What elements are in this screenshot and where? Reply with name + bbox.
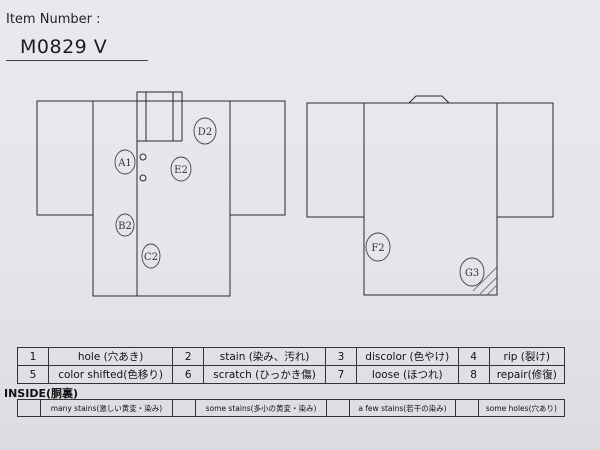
marker-b2	[115, 213, 135, 237]
hatch-line	[486, 284, 498, 296]
inside-label: some holes(穴あり)	[477, 399, 566, 417]
annotation-f2: F2	[371, 243, 384, 254]
inside-checkbox[interactable]	[17, 399, 41, 417]
front-button	[139, 153, 147, 161]
marker-f2	[365, 232, 391, 262]
legend-label: rip (裂け)	[488, 347, 566, 366]
marker-c2	[141, 243, 161, 269]
back-view	[306, 95, 554, 296]
legend-number: 3	[325, 347, 358, 366]
legend-label: repair(修復)	[488, 365, 566, 384]
legend-label: scratch (ひっかき傷)	[203, 365, 327, 384]
front-markers	[114, 117, 217, 269]
inside-checkbox[interactable]	[326, 399, 351, 417]
annotation-e2: E2	[174, 165, 188, 176]
annotation-c2: C2	[144, 252, 158, 263]
front-left-sleeve	[36, 100, 94, 216]
annotation-a1: A1	[117, 158, 132, 169]
inside-section-title: INSIDE(胴裏)	[4, 387, 79, 400]
front-view	[36, 91, 286, 297]
legend-label: loose (ほつれ)	[356, 365, 459, 384]
inside-checkbox[interactable]	[171, 399, 196, 417]
legend-number: 6	[172, 365, 205, 384]
marker-e2	[170, 156, 192, 182]
inside-checkbox[interactable]	[454, 399, 479, 417]
legend-label: hole (穴あき)	[47, 347, 174, 366]
front-collar-inner	[145, 100, 174, 142]
legend-number: 1	[17, 347, 49, 366]
legend-label: stain (染み、汚れ)	[203, 347, 327, 366]
garment-diagram: A1 B2 C2 D2 E2 F2 G3	[36, 91, 554, 297]
hatch-line	[479, 276, 498, 295]
marker-a1	[114, 149, 136, 175]
back-body	[363, 102, 498, 296]
back-hatch-marks	[472, 266, 498, 296]
annotation-b2: B2	[118, 221, 132, 232]
legend-row: 1 hole (穴あき) 2 stain (染み、汚れ) 3 discolor …	[17, 347, 566, 366]
inside-label: many stains(激しい黄変・染み)	[40, 399, 173, 417]
back-collar	[408, 95, 450, 104]
back-markers	[365, 232, 485, 287]
item-number-label: Item Number :	[6, 12, 101, 27]
inside-condition-table: many stains(激しい黄変・染み) some stains(多小の黄変・…	[17, 399, 566, 417]
item-number-underline	[6, 60, 148, 61]
legend-number: 5	[17, 365, 49, 384]
front-right-sleeve	[229, 100, 286, 216]
legend-number: 2	[172, 347, 205, 366]
back-right-sleeve	[496, 102, 554, 218]
annotation-d2: D2	[198, 127, 212, 138]
legend-number: 7	[325, 365, 358, 384]
legend-number: 8	[457, 365, 490, 384]
item-number-value: M0829 V	[20, 36, 108, 58]
legend-label: discolor (色やけ)	[356, 347, 459, 366]
legend-label: color shifted(色移り)	[47, 365, 174, 384]
front-button	[139, 174, 147, 182]
annotation-g3: G3	[465, 268, 479, 279]
defect-legend-table: 1 hole (穴あき) 2 stain (染み、汚れ) 3 discolor …	[17, 347, 566, 384]
legend-number: 4	[457, 347, 490, 366]
front-collar-top	[136, 91, 183, 101]
inside-label: a few stains(若干の染み)	[349, 399, 456, 417]
inside-label: some stains(多小の黄変・染み)	[194, 399, 328, 417]
marker-g3	[459, 257, 485, 287]
marker-d2	[193, 117, 217, 145]
inside-row: many stains(激しい黄変・染み) some stains(多小の黄変・…	[17, 399, 566, 417]
hatch-line	[472, 266, 498, 292]
back-left-sleeve	[306, 102, 365, 218]
legend-row: 5 color shifted(色移り) 6 scratch (ひっかき傷) 7…	[17, 365, 566, 384]
